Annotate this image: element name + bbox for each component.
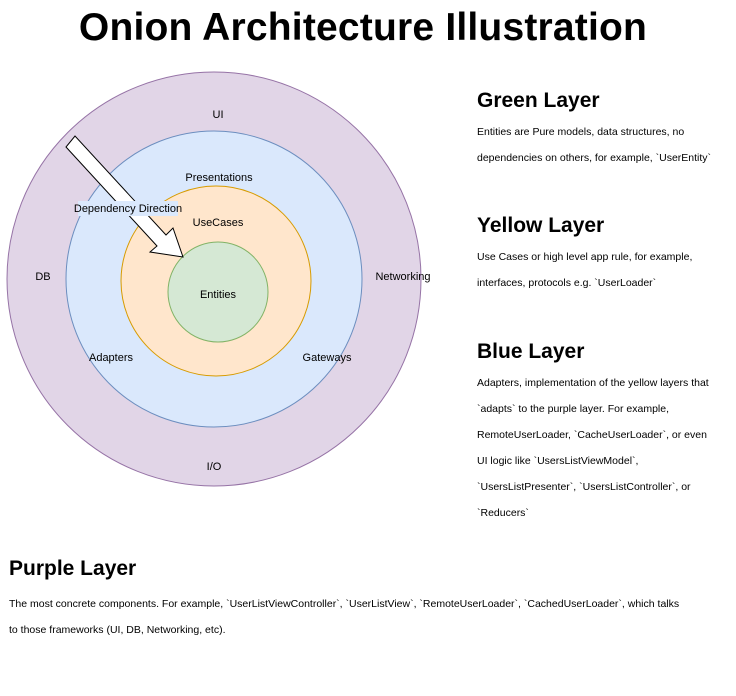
label-adapters: Adapters xyxy=(89,352,134,364)
blue-layer-text-line: RemoteUserLoader, `CacheUserLoader`, or … xyxy=(477,429,707,441)
yellow-layer-heading: Yellow Layer xyxy=(477,214,605,237)
label-gateways: Gateways xyxy=(303,352,352,364)
label-io: I/O xyxy=(207,461,222,473)
green-layer-text-line: dependencies on others, for example, `Us… xyxy=(477,152,712,164)
purple-layer-text-line: to those frameworks (UI, DB, Networking,… xyxy=(9,624,226,636)
yellow-layer-text-line: Use Cases or high level app rule, for ex… xyxy=(477,251,693,263)
green-layer-section: Green Layer Entities are Pure models, da… xyxy=(477,89,727,171)
green-layer-core xyxy=(167,241,269,343)
dependency-direction-label-bg xyxy=(78,201,178,216)
blue-layer-text-line: `UsersListPresenter`, `UsersListControll… xyxy=(477,481,691,493)
dependency-direction-label: Dependency Direction xyxy=(74,203,182,215)
page-title: Onion Architecture Illustration xyxy=(78,6,648,49)
blue-layer-heading: Blue Layer xyxy=(477,340,585,363)
blue-layer-text-line: `adapts` to the purple layer. For exampl… xyxy=(477,403,670,415)
blue-layer-text-line: `Reducers` xyxy=(477,507,529,519)
purple-layer-section: Purple Layer The most concrete component… xyxy=(9,557,729,643)
green-layer-heading: Green Layer xyxy=(477,89,600,112)
yellow-layer-text-line: interfaces, protocols e.g. `UserLoader` xyxy=(477,277,657,289)
label-presentations: Presentations xyxy=(185,172,253,184)
onion-diagram: Dependency Direction UI DB Networking I/… xyxy=(6,71,431,487)
yellow-layer-section: Yellow Layer Use Cases or high level app… xyxy=(477,214,727,296)
label-networking: Networking xyxy=(375,271,430,283)
blue-layer-text-line: Adapters, implementation of the yellow l… xyxy=(477,377,709,389)
purple-layer-heading: Purple Layer xyxy=(9,557,137,580)
dependency-arrow-shaft xyxy=(65,135,184,258)
blue-layer-section: Blue Layer Adapters, implementation of t… xyxy=(477,340,727,526)
blue-layer-text-line: UI logic like `UsersListViewModel`, xyxy=(477,455,639,467)
label-usecases: UseCases xyxy=(193,217,244,229)
green-layer-text-line: Entities are Pure models, data structure… xyxy=(477,126,685,138)
purple-layer-text-line: The most concrete components. For exampl… xyxy=(9,598,680,610)
label-entities: Entities xyxy=(200,289,237,301)
label-ui: UI xyxy=(213,109,224,121)
label-db: DB xyxy=(35,271,50,283)
